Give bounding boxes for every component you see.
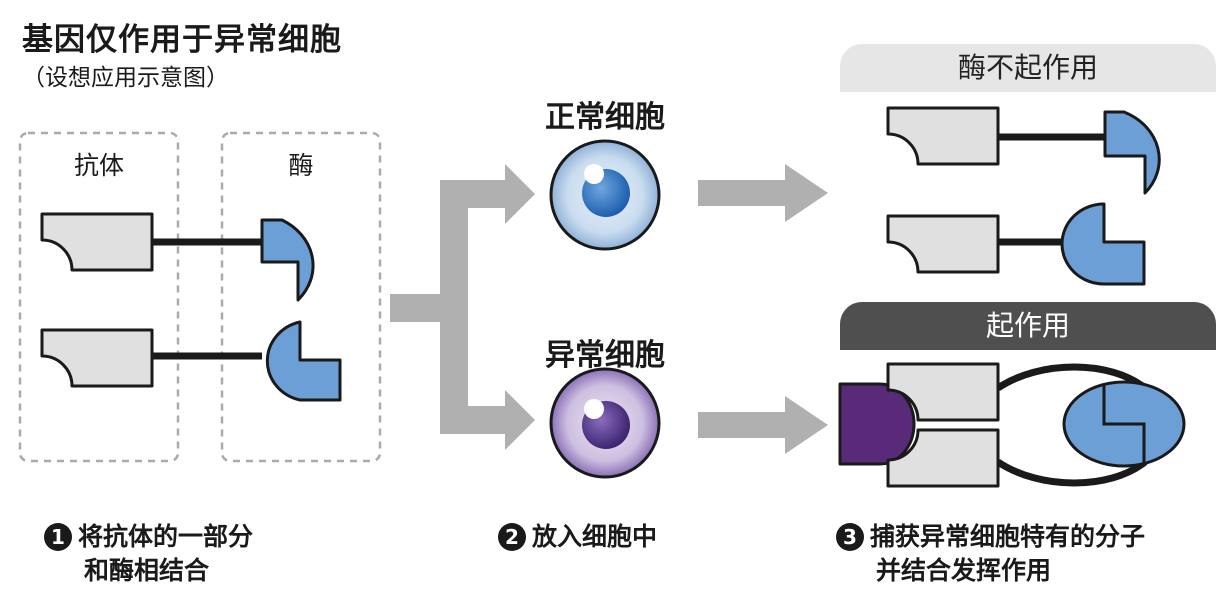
step-3-line2: 并结合发挥作用 [876,556,1052,585]
normal-cell-label: 正常细胞 [545,100,665,135]
step-2-line1: 放入细胞中 [532,522,658,551]
step-1-line2: 和酶相结合 [84,556,210,585]
inactive-banner: 酶不起作用 [840,44,1216,92]
conjugate-bottom [40,320,342,402]
abnormal-cell-label: 异常细胞 [545,338,665,373]
inactive-conjugate-top [886,106,1161,195]
enzyme-shape [260,218,315,302]
conjugate-top [40,212,315,302]
active-complex [838,362,1186,488]
branch-arrow [390,164,535,450]
diagram-subtitle: （设想应用示意图） [22,65,229,91]
arrow-to-active [698,396,828,454]
step-3-number: 3 [836,523,864,551]
antibody-box [18,131,180,463]
step-3-line1: 捕获异常细胞特有的分子 [870,522,1146,551]
active-banner: 起作用 [840,302,1216,350]
inactive-conjugate-bottom [886,202,1146,286]
step-1-line1: 将抗体的一部分 [78,522,254,551]
arrow-to-inactive [698,164,828,222]
target-molecule [838,382,916,466]
enzyme-box [220,131,382,463]
step-2-number: 2 [498,523,526,551]
enzyme-label: 酶 [288,151,314,180]
antibody-shape [40,212,154,272]
step-1-number: 1 [44,523,72,551]
antibody-label: 抗体 [73,151,124,180]
diagram-title: 基因仅作用于异常细胞 [22,22,342,58]
abnormal-cell [549,367,661,479]
normal-cell [549,139,661,251]
